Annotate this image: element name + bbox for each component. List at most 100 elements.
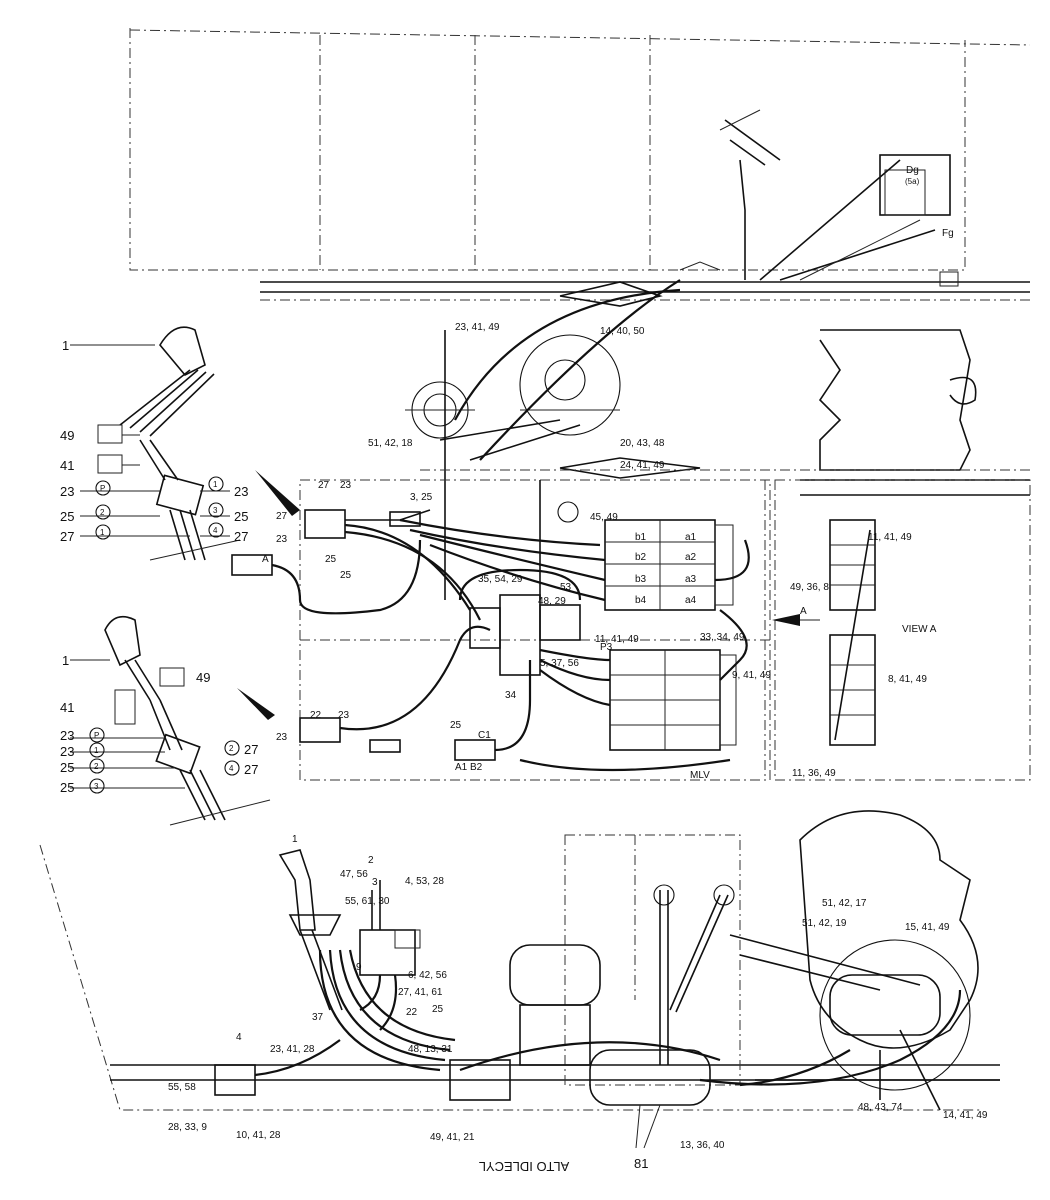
bot-label-4: 4 xyxy=(236,1032,242,1043)
upper-label-27b: 27 xyxy=(234,529,248,544)
lower-label-1: 1 xyxy=(62,653,69,668)
bottom-mirrored-title: ALTO IDLECYL xyxy=(479,1159,570,1174)
mid-label-3-25: 3, 25 xyxy=(410,492,433,503)
upper-circle-4: 4 xyxy=(213,526,218,535)
top-body-outline xyxy=(129,28,1031,307)
lower-circle-1: 1 xyxy=(94,746,99,755)
mid-label-p3: P3 xyxy=(600,642,613,653)
lower-label-23a: 23 xyxy=(60,728,74,743)
label-20-43-48: 20, 43, 48 xyxy=(620,438,665,449)
mid-label-25b: 25 xyxy=(340,570,352,581)
mid-label-22: 22 xyxy=(310,710,322,721)
mid-label-25a: 25 xyxy=(325,554,337,565)
valve-a2: a2 xyxy=(685,552,697,563)
bot-label-48-43-74: 48, 43, 74 xyxy=(858,1102,903,1113)
bot-label-4-53-28: 4, 53, 28 xyxy=(405,876,444,887)
upper-label-23a: 23 xyxy=(60,484,74,499)
lower-circle-4: 4 xyxy=(229,764,234,773)
label-24-41-49: 24, 41, 49 xyxy=(620,460,665,471)
mid-label-23-top: 23 xyxy=(340,480,352,491)
lower-label-23b: 23 xyxy=(60,744,74,759)
mid-label-A: A xyxy=(262,554,269,565)
valve-a1: a1 xyxy=(685,532,697,543)
upper-label-1: 1 xyxy=(62,338,69,353)
joystick-detail-lower xyxy=(70,615,271,826)
lower-circle-3: 3 xyxy=(94,782,99,791)
valve-b2: b2 xyxy=(635,552,647,563)
bot-label-25: 25 xyxy=(432,1004,444,1015)
mid-label-c1: C1 xyxy=(478,730,491,741)
mid-label-27b: 27 xyxy=(318,480,330,491)
mid-label-a1b2: A1 B2 xyxy=(455,762,483,773)
lower-circle-2: 2 xyxy=(94,762,99,771)
bot-label-2: 2 xyxy=(368,855,374,866)
label-23-41-49: 23, 41, 49 xyxy=(455,322,500,333)
mid-label-34: 34 xyxy=(505,690,517,701)
view-a-label-11-36-49: 11, 36, 49 xyxy=(792,768,836,779)
bot-label-27-41-61: 27, 41, 61 xyxy=(398,987,443,998)
upper-label-23b: 23 xyxy=(234,484,248,499)
valve-a3: a3 xyxy=(685,574,697,585)
fg-label: Fg xyxy=(942,228,954,239)
valve-b3: b3 xyxy=(635,574,647,585)
joystick-detail-upper xyxy=(70,326,241,561)
mid-label-53: 53 xyxy=(560,582,572,593)
upper-label-41: 41 xyxy=(60,458,74,473)
view-a-label-49-36-8: 49, 36, 8 xyxy=(790,582,829,593)
pointer-arrow-upper xyxy=(255,470,300,516)
upper-label-25a: 25 xyxy=(60,509,74,524)
lower-label-25b: 25 xyxy=(60,780,74,795)
bot-label-51-42-19: 51, 42, 19 xyxy=(802,918,847,929)
bot-label-22: 22 xyxy=(406,1007,418,1018)
lower-label-27b: 27 xyxy=(244,762,258,777)
bot-label-51-42-17: 51, 42, 17 xyxy=(822,898,867,909)
mid-label-33-34-49: 33, 34, 49 xyxy=(700,632,745,643)
bot-label-14-41-49: 14, 41, 49 xyxy=(943,1110,988,1121)
mid-label-23d: 23 xyxy=(338,710,350,721)
valve-b4: b4 xyxy=(635,595,647,606)
lower-circle-2b: 2 xyxy=(229,744,234,753)
upper-circle-1a: 1 xyxy=(213,480,218,489)
bot-label-48-13-31: 48, 13, 31 xyxy=(408,1044,453,1055)
mid-label-23e: 23 xyxy=(276,732,288,743)
bot-label-49-41-21: 49, 41, 21 xyxy=(430,1132,475,1143)
upper-label-25b: 25 xyxy=(234,509,248,524)
bottom-side-view xyxy=(39,810,1000,1111)
view-a-label-8-41-49: 8, 41, 49 xyxy=(888,674,927,685)
bot-label-15-41-49: 15, 41, 49 xyxy=(905,922,950,933)
pointer-arrow-lower xyxy=(237,688,275,720)
dg-sub-label: (5a) xyxy=(905,177,920,186)
mid-label-25c: 25 xyxy=(450,720,462,731)
lower-label-49: 49 xyxy=(196,670,210,685)
view-a-label-11-41-49: 11, 41, 49 xyxy=(868,532,912,543)
upper-circle-2: 2 xyxy=(100,508,105,517)
mid-label-35-54-29: 35, 54, 29 xyxy=(478,574,523,585)
bot-label-1: 1 xyxy=(292,834,298,845)
upper-circle-3: 3 xyxy=(213,506,218,515)
mid-label-9-41-49: 9, 41, 49 xyxy=(732,670,771,681)
bot-label-9: 9 xyxy=(356,962,362,973)
bot-label-47-56: 47, 56 xyxy=(340,869,368,880)
upper-circle-1b: 1 xyxy=(100,528,105,537)
mid-label-45-49: 45, 49 xyxy=(590,512,618,523)
mid-label-11-41-49: 11, 41, 49 xyxy=(595,634,639,645)
bot-label-37: 37 xyxy=(312,1012,324,1023)
lower-label-25a: 25 xyxy=(60,760,74,775)
view-a-title: VIEW A xyxy=(902,624,937,635)
bot-label-13-36-40: 13, 36, 40 xyxy=(680,1140,725,1151)
lower-label-27a: 27 xyxy=(244,742,258,757)
upper-label-27a: 27 xyxy=(60,529,74,544)
bot-label-6-42-56: 6, 42, 56 xyxy=(408,970,447,981)
mlv-label: MLV xyxy=(690,770,710,781)
middle-hydraulic-schematic xyxy=(231,479,1031,781)
label-51-42-18: 51, 42, 18 xyxy=(368,438,413,449)
bot-label-10-41-28: 10, 41, 28 xyxy=(236,1130,281,1141)
lower-label-41: 41 xyxy=(60,700,74,715)
steering-wheel-group xyxy=(405,279,1030,600)
lower-circle-P: P xyxy=(94,731,99,740)
label-14-40-50: 14, 40, 50 xyxy=(600,326,645,337)
bot-label-23-41-28: 23, 41, 28 xyxy=(270,1044,315,1055)
valve-b1: b1 xyxy=(635,532,647,543)
mid-label-27: 27 xyxy=(276,511,288,522)
